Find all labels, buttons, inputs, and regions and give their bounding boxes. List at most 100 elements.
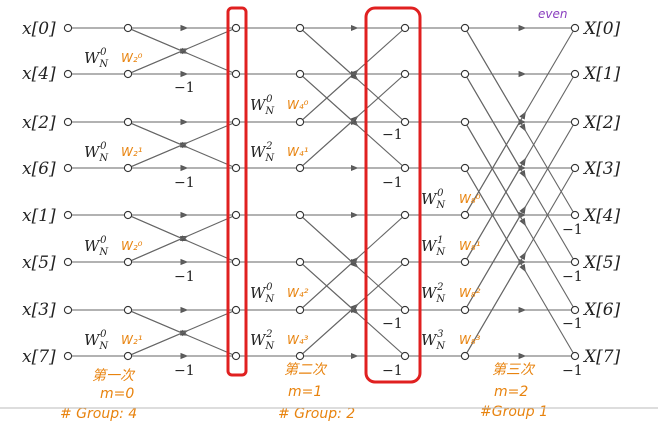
stage1-twiddle: WN0: [84, 235, 109, 258]
node: [295, 305, 305, 315]
butterfly-nodes: [63, 23, 580, 361]
output-label: X[7]: [582, 347, 621, 367]
input-label: x[1]: [22, 206, 56, 226]
input-label: x[0]: [22, 19, 56, 39]
stage2-neg: −1: [382, 316, 403, 332]
node: [63, 257, 73, 267]
node: [570, 23, 580, 33]
wire: [127, 121, 237, 169]
input-label: x[4]: [22, 64, 56, 84]
node: [295, 69, 305, 79]
stage1-note: W₂⁰: [121, 239, 143, 253]
svg-text:WN0: WN0: [421, 188, 446, 211]
node: [460, 351, 470, 361]
node: [570, 69, 580, 79]
stage2-twiddle: WN2: [250, 141, 275, 164]
output-label: X[4]: [582, 206, 621, 226]
stage2-note: W₄⁰: [287, 98, 309, 112]
stage3-neg: −1: [562, 316, 583, 332]
stage2-twiddle: WN0: [250, 94, 275, 117]
output-label: X[2]: [582, 113, 621, 133]
wire: [464, 167, 576, 357]
stage3-annotation: m=2: [494, 384, 528, 400]
svg-text:WN0: WN0: [84, 235, 109, 258]
input-label: x[3]: [22, 300, 56, 320]
stage2-twiddle: WN2: [250, 329, 275, 352]
stage2-note: W₄¹: [287, 145, 309, 159]
input-label: x[7]: [22, 347, 56, 367]
node: [63, 163, 73, 173]
node: [231, 69, 241, 79]
output-label: X[6]: [582, 300, 621, 320]
node: [400, 163, 410, 173]
node: [231, 23, 241, 33]
node: [63, 351, 73, 361]
node: [231, 351, 241, 361]
svg-text:WN0: WN0: [84, 47, 109, 70]
node: [400, 69, 410, 79]
node: [63, 23, 73, 33]
node: [460, 163, 470, 173]
node: [231, 257, 241, 267]
stage2-neg: −1: [382, 175, 403, 191]
stage2-note: W₄²: [287, 286, 309, 300]
svg-text:WN2: WN2: [421, 282, 446, 305]
output-label: X[3]: [582, 159, 621, 179]
input-label: x[5]: [22, 253, 56, 273]
svg-text:WN1: WN1: [421, 235, 446, 258]
output-label: X[0]: [582, 19, 621, 39]
stage1-annotation: # Group: 4: [60, 406, 137, 422]
stage3-neg: −1: [562, 363, 583, 379]
node: [63, 117, 73, 127]
stage2-neg: −1: [382, 127, 403, 143]
node: [570, 163, 580, 173]
stage3-twiddle: WN0: [421, 188, 446, 211]
stage2-highlight-box: [364, 6, 422, 384]
input-label: x[6]: [22, 159, 56, 179]
stage1-note: W₂¹: [121, 145, 143, 159]
wire: [464, 121, 576, 311]
node: [123, 210, 133, 220]
node: [570, 351, 580, 361]
stage1-neg: −1: [174, 269, 195, 285]
stage1-note: W₂¹: [121, 333, 143, 347]
node: [400, 210, 410, 220]
stage2-note: W₄³: [287, 333, 309, 347]
node: [295, 163, 305, 173]
stage3-note: W₈⁰: [459, 192, 481, 206]
stage2-neg: −1: [382, 363, 403, 379]
stage1-twiddle: WN0: [84, 47, 109, 70]
node: [460, 257, 470, 267]
wire: [127, 309, 237, 357]
stage3-note: W₈²: [459, 286, 481, 300]
node: [460, 210, 470, 220]
node: [123, 351, 133, 361]
node: [570, 257, 580, 267]
stage3-twiddle: WN3: [421, 329, 446, 352]
stage1-neg: −1: [174, 363, 195, 379]
svg-text:WN0: WN0: [250, 94, 275, 117]
node: [295, 23, 305, 33]
stage1-neg: −1: [174, 175, 195, 191]
node: [231, 305, 241, 315]
node: [123, 23, 133, 33]
node: [400, 305, 410, 315]
node: [123, 117, 133, 127]
svg-text:WN0: WN0: [84, 141, 109, 164]
node: [400, 351, 410, 361]
node: [63, 210, 73, 220]
node: [460, 117, 470, 127]
node: [460, 305, 470, 315]
top-right-annotation: even: [538, 7, 567, 21]
node: [295, 257, 305, 267]
stage1-twiddle: WN0: [84, 141, 109, 164]
stage1-note: W₂⁰: [121, 51, 143, 65]
stage1-highlight-box: [226, 6, 248, 377]
node: [295, 117, 305, 127]
node: [400, 257, 410, 267]
wire: [127, 27, 237, 75]
stage3-annotation: 第三次: [492, 362, 536, 378]
stage3-twiddle: WN2: [421, 282, 446, 305]
svg-text:WN2: WN2: [250, 329, 275, 352]
